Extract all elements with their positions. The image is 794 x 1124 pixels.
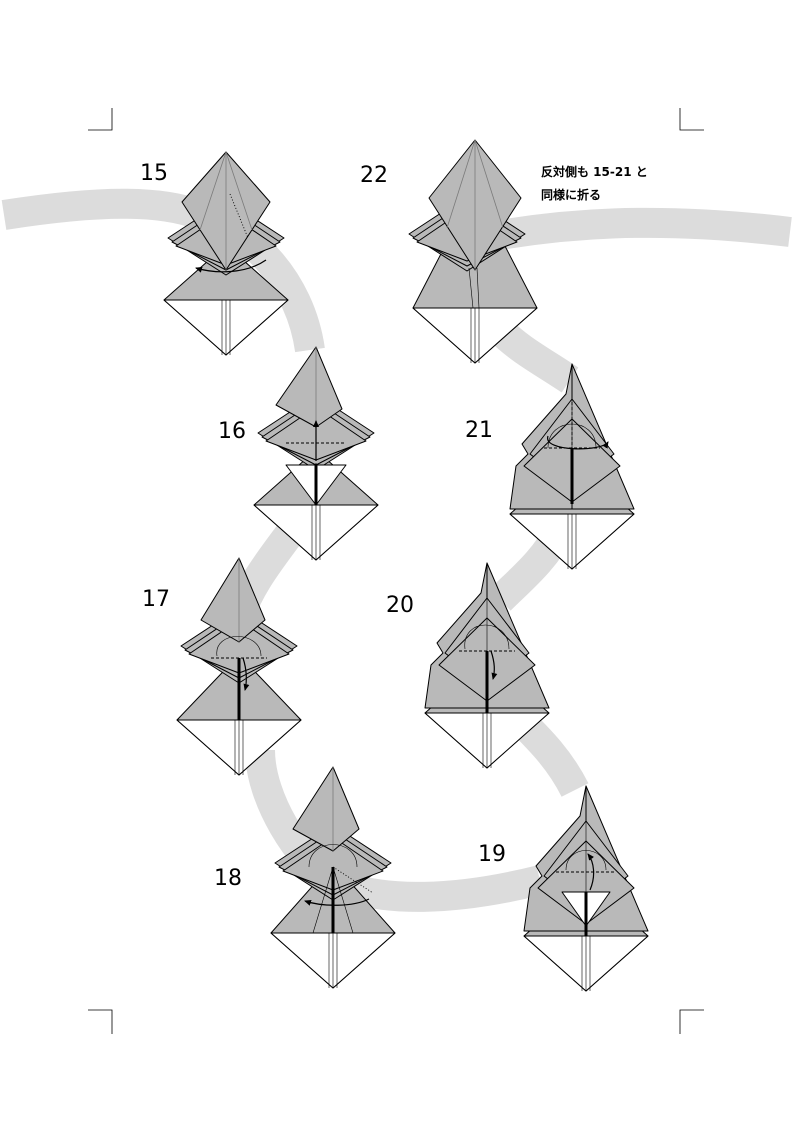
step-16-figure: [253, 346, 379, 561]
step-20-figure: [424, 562, 550, 769]
step-number-19: 19: [478, 842, 506, 867]
step-number-17: 17: [142, 587, 170, 612]
step-15-figure: [163, 151, 289, 356]
step-number-16: 16: [218, 419, 246, 444]
step-22-figure: [408, 139, 538, 364]
step-number-22: 22: [360, 163, 388, 188]
step-21-figure: [509, 363, 635, 570]
step-flow-band: [1, 188, 792, 912]
step-number-18: 18: [214, 866, 242, 891]
step-number-15: 15: [140, 161, 168, 186]
crop-marks: [88, 108, 704, 1034]
instruction-note-line1: 反対側も 15-21 と: [541, 164, 648, 179]
step-number-20: 20: [386, 593, 414, 618]
step-19-figure: [523, 785, 649, 992]
step-17-figure: [176, 557, 302, 776]
instruction-note-line2: 同様に折る: [541, 187, 601, 202]
step-18-figure: [270, 766, 396, 989]
step-number-21: 21: [465, 418, 493, 443]
